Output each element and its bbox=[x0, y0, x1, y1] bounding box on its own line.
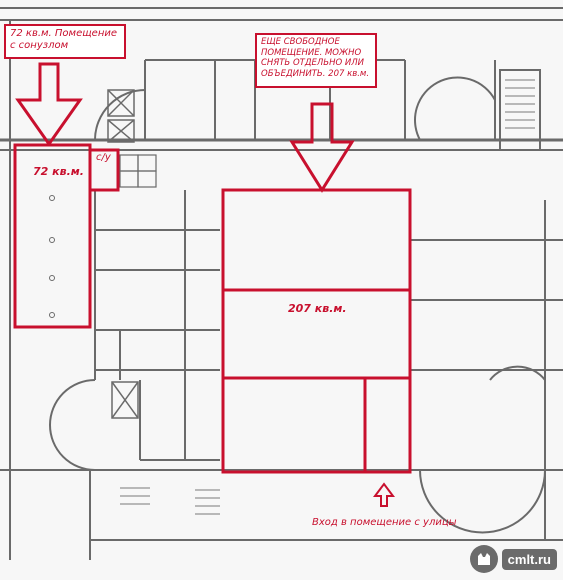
note-line: СНЯТЬ ОТДЕЛЬНО ИЛИ bbox=[261, 58, 364, 68]
note-line: ЕЩЕ СВОБОДНОЕ bbox=[261, 37, 340, 47]
cat-logo-icon bbox=[469, 545, 498, 573]
watermark: cmlt.ru bbox=[469, 544, 557, 574]
plan-curves bbox=[49, 76, 546, 534]
arrow-up-entrance-icon bbox=[373, 482, 395, 507]
room-207-label: 207 кв.м. bbox=[288, 302, 347, 315]
plan-stairs bbox=[120, 79, 535, 515]
entrance-label: Вход в помещение с улицы bbox=[312, 517, 457, 528]
plan-walls bbox=[0, 7, 563, 560]
note-72-room: 72 кв.м. Помещение с сонузлом bbox=[4, 24, 126, 59]
arrow-down-left-icon bbox=[15, 62, 83, 147]
note-line: ПОМЕЩЕНИЕ. МОЖНО bbox=[261, 47, 362, 58]
arrow-down-right-icon bbox=[289, 102, 355, 193]
plan-shafts bbox=[107, 89, 139, 419]
note-line-prefix: ОБЪЕДИНИТЬ. bbox=[261, 68, 329, 79]
plan-columns bbox=[49, 195, 55, 318]
toilet-label: с/у bbox=[96, 152, 111, 163]
plan-toilet-cells bbox=[119, 154, 157, 188]
note-line: ОБЪЕДИНИТЬ. 207 кв.м. bbox=[261, 69, 371, 80]
highlight-72-room bbox=[13, 143, 120, 329]
note-line-area: 207 кв.м. bbox=[328, 68, 370, 79]
highlight-207-room bbox=[221, 188, 412, 474]
note-207-room: ЕЩЕ СВОБОДНОЕ ПОМЕЩЕНИЕ. МОЖНО СНЯТЬ ОТД… bbox=[255, 33, 377, 88]
room-72-label: 72 кв.м. bbox=[33, 165, 84, 178]
watermark-text: cmlt.ru bbox=[501, 548, 557, 570]
